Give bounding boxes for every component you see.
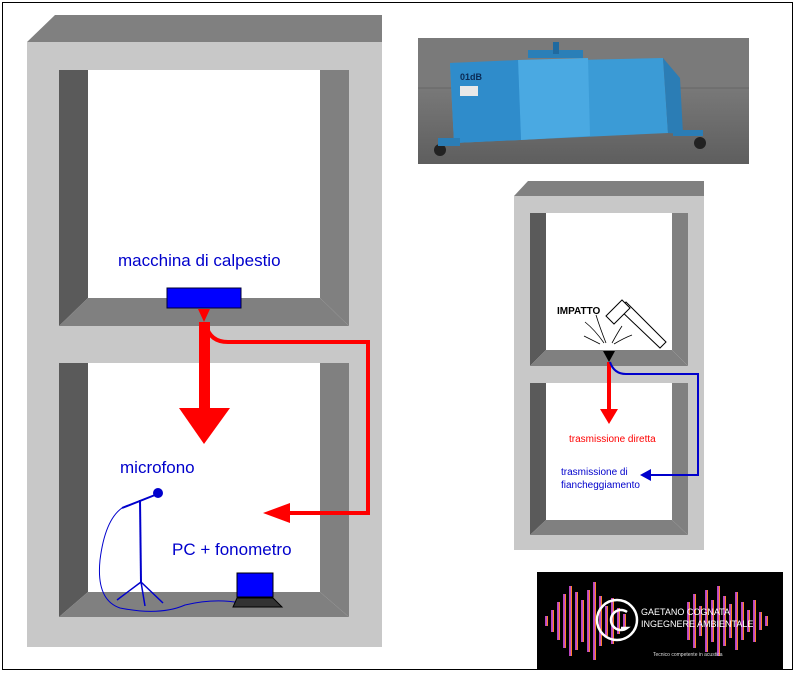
flanking-label-line-2: fiancheggiamento: [561, 480, 640, 491]
logo-tagline: Tecnico competente in acustica: [653, 652, 723, 658]
small-lower-left-side: [530, 383, 546, 535]
direct-transmission-label: trasmissione diretta: [569, 434, 656, 445]
small-lower-floor: [530, 520, 688, 535]
small-flanking-arrowhead: [640, 469, 651, 481]
small-upper-left-side: [530, 213, 546, 366]
tripod-leg-right: [140, 581, 164, 604]
small-lower-right-side: [672, 383, 688, 535]
microphone-pole: [139, 499, 142, 583]
tapping-machine-photo: 01dB: [418, 38, 749, 164]
tapping-machine: [166, 287, 242, 309]
sound-wave-graphic: [545, 582, 768, 660]
upper-room-left-side: [59, 70, 88, 326]
lower-room-right-side: [320, 363, 349, 617]
pc-label: PC + fonometro: [172, 540, 292, 559]
tripod-leg-center: [140, 581, 146, 607]
logo-name-line-2: INGEGNERE AMBIENTALE: [641, 619, 753, 629]
impact-label: IMPATTO: [557, 306, 601, 317]
direct-transmission-arrow: [179, 408, 230, 444]
impact-point-marker: [198, 309, 210, 322]
laptop-screen: [236, 572, 274, 598]
microphone-label: microfono: [120, 458, 195, 477]
microphone-cable: [98, 507, 241, 612]
microphone-head: [153, 488, 163, 498]
lower-room-floor: [59, 592, 349, 617]
company-logo: GAETANO COGNATA INGEGNERE AMBIENTALE Tec…: [537, 572, 783, 670]
machine-label: macchina di calpestio: [118, 251, 281, 270]
small-impact-marker: [603, 351, 615, 362]
small-building-roof: [514, 181, 704, 196]
lower-room-left-side: [59, 363, 88, 617]
microphone-boom: [121, 494, 156, 509]
building-roof: [27, 15, 382, 42]
small-direct-shaft: [607, 362, 611, 410]
impact-sparks: [583, 314, 633, 345]
hammer-icon: [605, 299, 667, 349]
logo-name-line-1: GAETANO COGNATA: [641, 607, 730, 617]
small-direct-arrowhead: [600, 409, 618, 424]
small-flanking-path: [609, 361, 699, 476]
flanking-transmission-path: [204, 324, 370, 515]
flanking-transmission-arrowhead: [263, 503, 290, 523]
small-upper-right-side: [672, 213, 688, 366]
direct-transmission-shaft: [199, 322, 210, 408]
gc-monogram-icon: [595, 598, 639, 642]
upper-room: [59, 70, 349, 326]
flanking-label-line-1: trasmissione di: [561, 467, 628, 478]
photo-brand-text: 01dB: [460, 72, 483, 82]
tripod-leg-left: [116, 581, 142, 601]
laptop-base: [232, 597, 284, 608]
upper-room-right-side: [320, 70, 349, 326]
